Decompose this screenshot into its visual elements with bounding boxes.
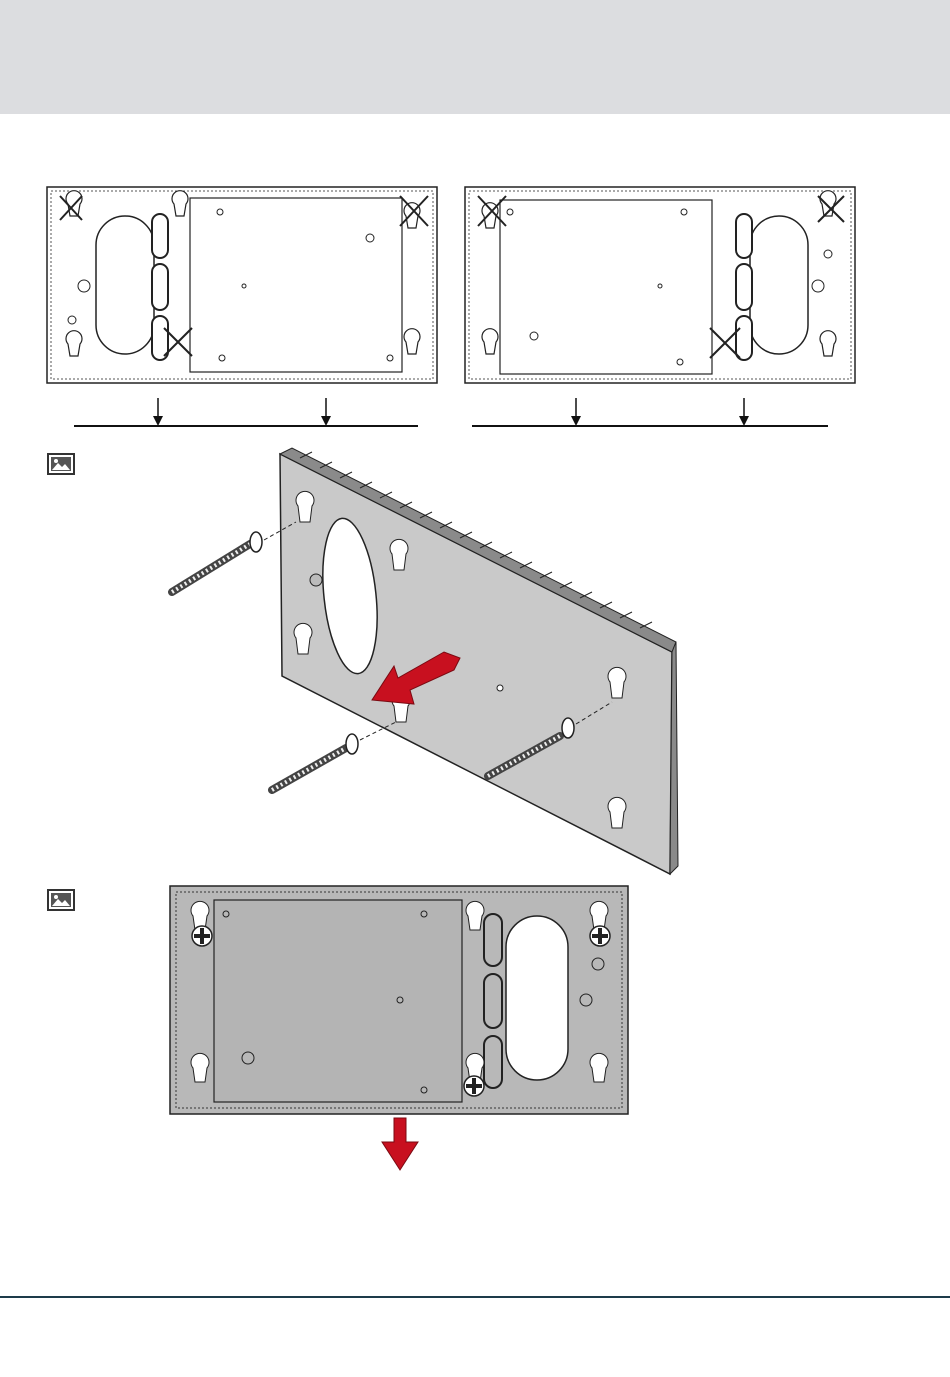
screw-head (464, 1076, 484, 1096)
mounting-plate-diagram-left (46, 186, 440, 386)
screw-bottom-left (272, 722, 396, 790)
level-indicator-right (472, 396, 830, 432)
screw-head (192, 926, 212, 946)
mounted-plate-front-view (168, 884, 630, 1174)
mounting-plate-diagram-right (464, 186, 858, 386)
screw-head (590, 926, 610, 946)
level-indicator-left (74, 396, 420, 432)
footer-rule (0, 1296, 950, 1298)
page-header-band (0, 0, 950, 114)
direction-arrow (382, 1118, 418, 1170)
screw-mounting-illustration (160, 446, 680, 880)
image-icon (47, 889, 75, 911)
screw-top-left (172, 522, 296, 592)
image-icon (47, 453, 75, 475)
